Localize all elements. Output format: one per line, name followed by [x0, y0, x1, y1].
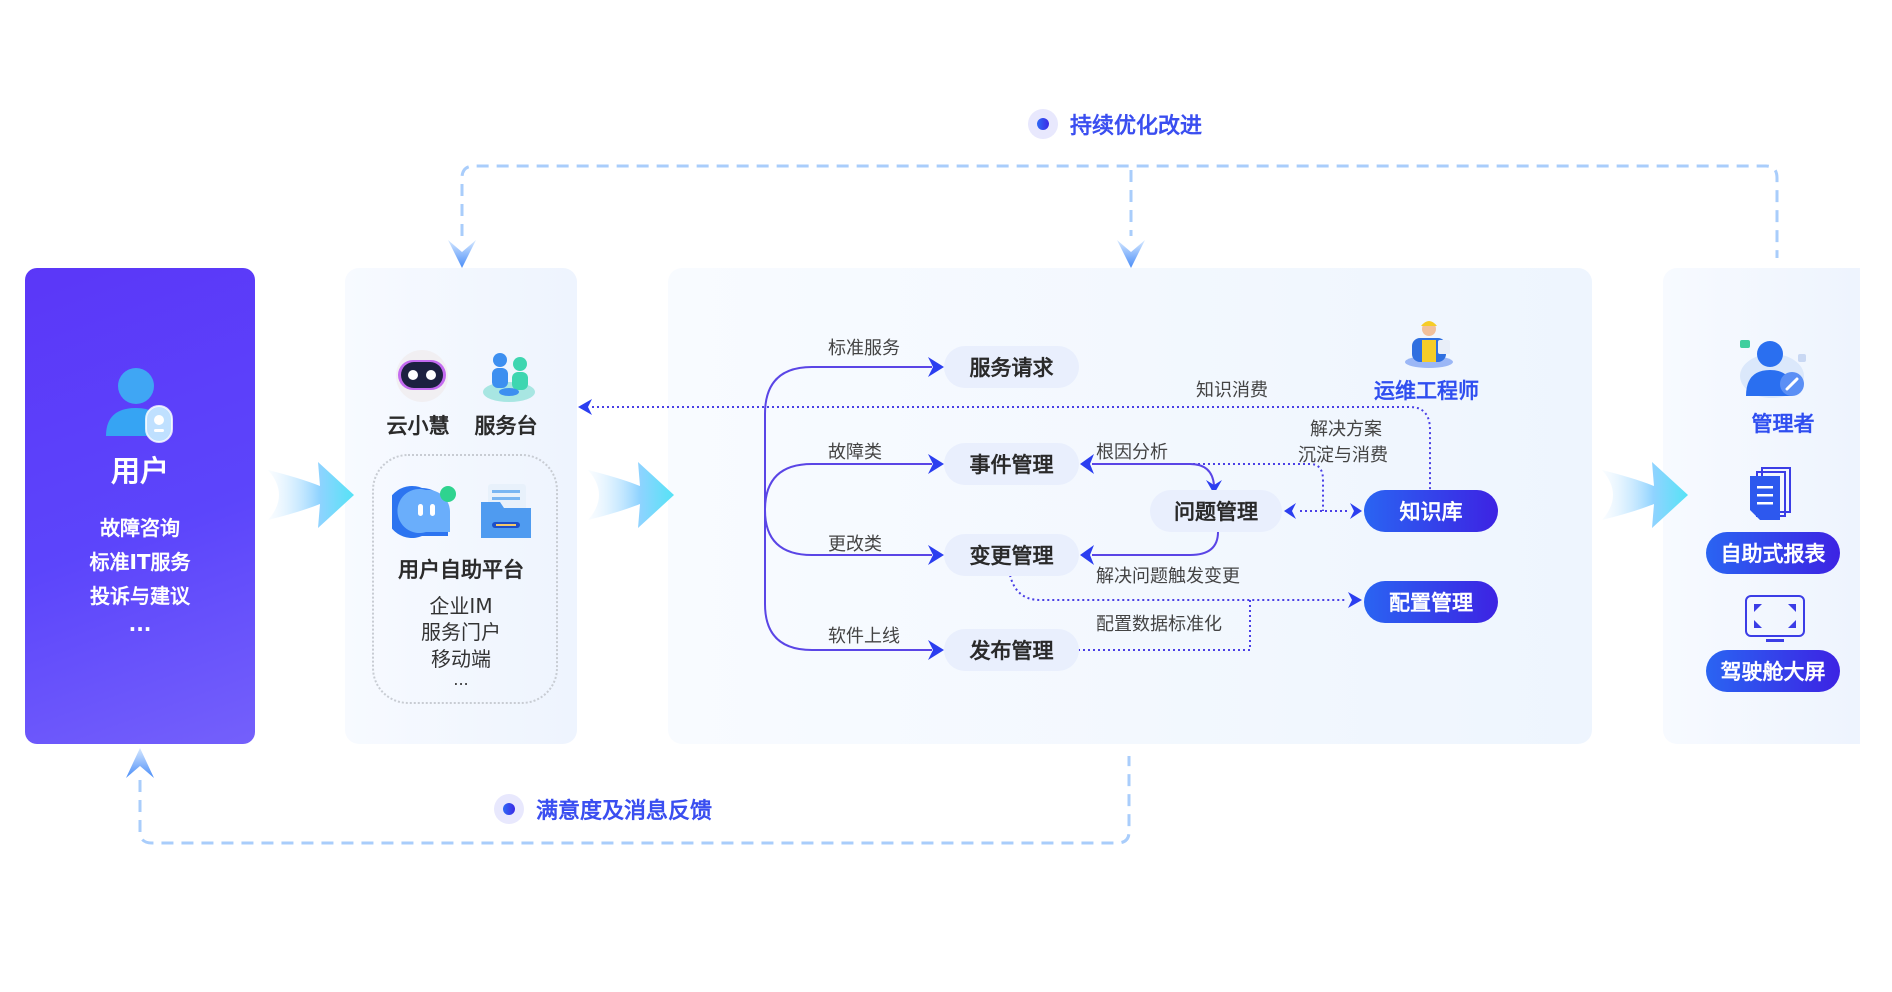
- arrowhead-to-knowledge: [1350, 503, 1362, 519]
- incident-management-node[interactable]: 事件管理: [944, 443, 1079, 485]
- arrowhead-trigger-change: [1080, 545, 1094, 565]
- channel-panel: [345, 268, 577, 744]
- service-desk-icon: [483, 353, 535, 402]
- engineer-icon: [1405, 321, 1453, 368]
- bullet-icon: [1028, 109, 1058, 139]
- arrowhead-knowledge-to-channel: [578, 399, 592, 415]
- trigger-change-label: 解决问题触发变更: [1096, 566, 1240, 587]
- branch-label: 软件上线: [828, 626, 900, 647]
- trigger-change-line: [1092, 531, 1219, 556]
- chat-bubble-icon: [392, 486, 456, 538]
- flow-arrow-1: [268, 462, 354, 528]
- user-item: 投诉与建议: [90, 584, 190, 608]
- document-stack-icon: [1750, 467, 1791, 520]
- config-management-node[interactable]: 配置管理: [1364, 581, 1498, 623]
- arrowhead-to-config: [1348, 592, 1362, 608]
- solution-label-2: 沉淀与消费: [1298, 445, 1388, 466]
- branch-label: 更改类: [828, 534, 882, 555]
- config-standard-line: [1078, 600, 1251, 651]
- knowledge-base-node[interactable]: 知识库: [1364, 490, 1498, 532]
- bot-label: 云小慧: [386, 414, 450, 438]
- solution-sediment-line: [1183, 463, 1324, 511]
- manager-icon: [1740, 340, 1806, 398]
- user-badge-icon: [106, 368, 173, 443]
- self-help-item: ...: [453, 670, 469, 689]
- arrowhead-root-cause: [1080, 454, 1094, 474]
- branch-lines: [764, 366, 932, 651]
- manager-label: 管理者: [1751, 412, 1815, 436]
- user-title: 用户: [110, 454, 169, 488]
- down-arrow-process: [1117, 240, 1145, 268]
- self-help-item: 移动端: [431, 647, 491, 671]
- arrowhead-to-problem: [1284, 503, 1296, 519]
- root-cause-label: 根因分析: [1096, 442, 1168, 463]
- root-cause-line: [1092, 463, 1215, 486]
- arrowhead-change: [928, 545, 944, 565]
- self-help-platform: [372, 454, 558, 704]
- config-standard-label: 配置数据标准化: [1096, 614, 1222, 635]
- user-item: ...: [128, 612, 152, 636]
- cockpit-screen-button[interactable]: 驾驶舱大屏: [1706, 650, 1840, 692]
- solution-label-1: 解决方案: [1310, 419, 1382, 440]
- branch-label: 标准服务: [828, 338, 900, 359]
- branch-label: 故障类: [828, 442, 882, 463]
- self-service-report-button[interactable]: 自助式报表: [1706, 532, 1840, 574]
- down-arrow-channel: [448, 240, 476, 268]
- satisfaction-feedback-label: 满意度及消息反馈: [494, 793, 712, 825]
- robot-icon: [396, 350, 448, 402]
- bullet-icon: [494, 794, 524, 824]
- engineer-label: 运维工程师: [1374, 379, 1479, 403]
- arrowhead-incident: [928, 454, 944, 474]
- problem-management-node[interactable]: 问题管理: [1150, 490, 1282, 532]
- continuous-improvement-label: 持续优化改进: [1028, 108, 1202, 140]
- flow-arrow-2: [588, 462, 674, 528]
- self-help-title: 用户自助平台: [398, 558, 524, 582]
- arrowhead-release: [928, 640, 944, 660]
- user-item: 标准IT服务: [89, 550, 191, 574]
- release-management-node[interactable]: 发布管理: [944, 629, 1079, 671]
- arrowhead-to-problem-down: [1206, 480, 1222, 494]
- service-request-node[interactable]: 服务请求: [944, 346, 1079, 388]
- user-item: 故障咨询: [100, 516, 180, 540]
- bottom-feedback-loop: [138, 756, 1131, 845]
- top-feedback-loop: [460, 164, 1779, 258]
- up-arrow-user: [126, 748, 154, 778]
- change-management-node[interactable]: 变更管理: [944, 534, 1079, 576]
- desk-label: 服务台: [474, 414, 538, 438]
- knowledge-consume-label: 知识消费: [1196, 380, 1268, 401]
- flow-arrow-3: [1602, 462, 1688, 528]
- arrowhead-service-request: [928, 357, 944, 377]
- self-help-item: 企业IM: [429, 594, 493, 618]
- self-help-item: 服务门户: [421, 620, 501, 644]
- monitor-icon: [1745, 595, 1805, 642]
- user-panel: [25, 268, 255, 744]
- file-cabinet-icon: [481, 484, 531, 538]
